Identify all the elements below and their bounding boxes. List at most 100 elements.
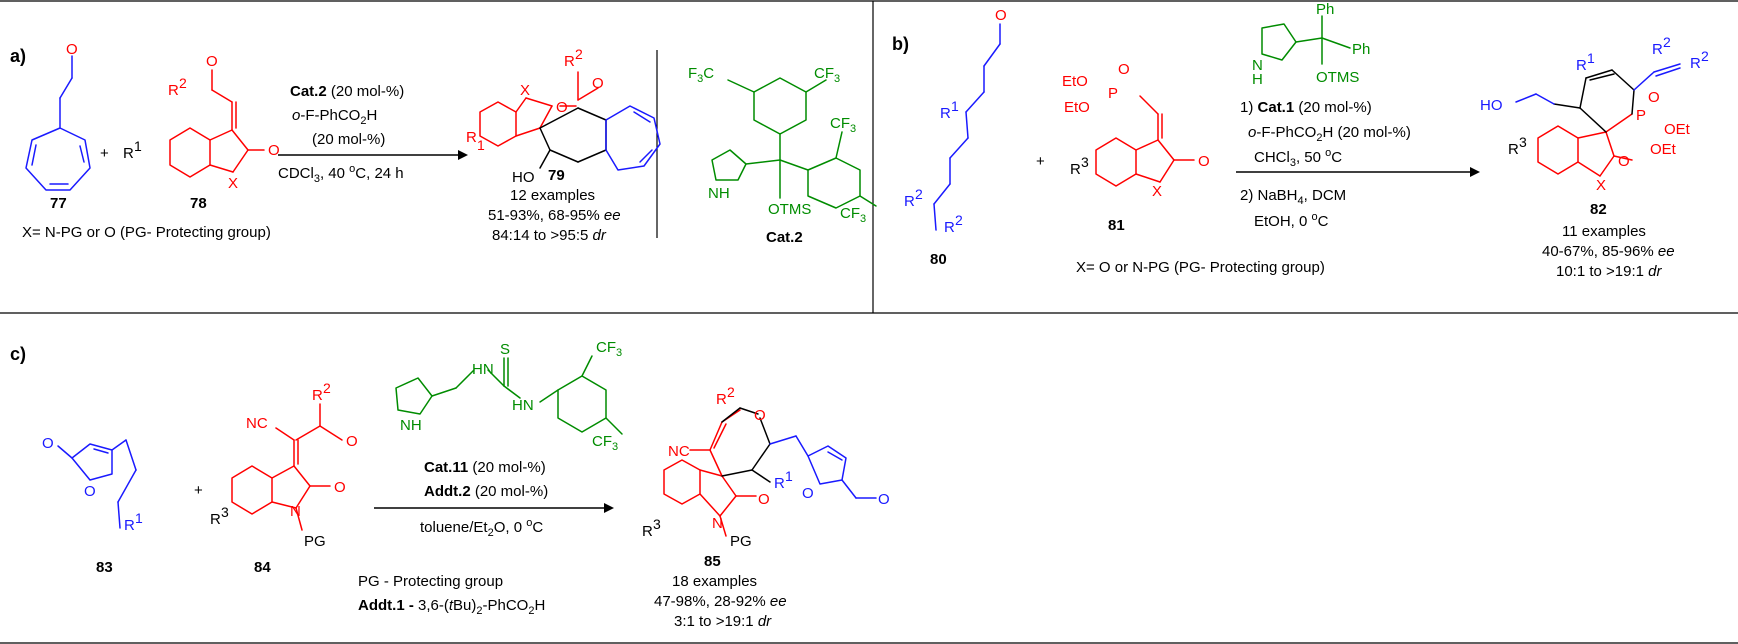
svg-text:R: R (774, 475, 785, 492)
examples-c: 18 examples (672, 573, 757, 590)
svg-text:EtO: EtO (1064, 99, 1090, 116)
svg-text:O: O (334, 479, 346, 496)
svg-text:R: R (168, 82, 179, 99)
label-83: 83 (96, 559, 113, 576)
label-84: 84 (254, 559, 271, 576)
x-def-b: X= O or N-PG (PG- Protecting group) (1076, 259, 1325, 276)
svg-text:OEt: OEt (1650, 141, 1677, 158)
svg-text:O: O (758, 491, 770, 508)
svg-text:3: 3 (221, 504, 229, 520)
label-79: 79 (548, 167, 565, 184)
svg-text:3: 3 (1519, 134, 1527, 150)
plus-b: + (1036, 153, 1045, 170)
svg-text:O: O (1198, 153, 1210, 170)
pg-def-c: PG - Protecting group (358, 573, 503, 590)
plus-a: + (100, 145, 109, 162)
catalyst-2: F3C CF3 CF3 CF3 NH OTMS (688, 65, 877, 225)
svg-text:R: R (1070, 161, 1081, 178)
label-82: 82 (1590, 201, 1607, 218)
svg-text:R: R (940, 105, 951, 122)
plus-c: + (194, 482, 203, 499)
svg-text:O: O (84, 483, 96, 500)
svg-text:R: R (1652, 41, 1663, 58)
svg-text:NH: NH (400, 417, 422, 434)
svg-text:PG: PG (304, 533, 326, 550)
svg-text:NH: NH (708, 185, 730, 202)
label-78: 78 (190, 195, 207, 212)
catalyst-2-name: Cat.2 (766, 229, 803, 246)
svg-text:EtO: EtO (1062, 73, 1088, 90)
svg-text:R: R (642, 523, 653, 540)
svg-text:3: 3 (653, 516, 661, 532)
svg-text:R: R (904, 193, 915, 210)
svg-text:CF3: CF3 (592, 433, 618, 453)
conditions-c: toluene/Et2O, 0 oC (420, 517, 543, 539)
reagent-c-1: Cat.11 (20 mol-%) (424, 459, 546, 476)
svg-text:1: 1 (951, 98, 959, 114)
catalyst-1: Ph Ph N H OTMS (1252, 1, 1370, 88)
svg-text:CF3: CF3 (830, 115, 856, 135)
svg-text:O: O (802, 485, 814, 502)
yield-c: 47-98%, 28-92% ee (654, 593, 787, 610)
catalyst-11: HN S HN NH CF3 CF3 (395, 339, 623, 453)
svg-text:R: R (210, 511, 221, 528)
compound-77 (25, 55, 91, 191)
examples-b: 11 examples (1562, 223, 1646, 240)
svg-text:R: R (312, 387, 323, 404)
svg-text:P: P (1108, 85, 1118, 102)
yield-b: 40-67%, 85-96% ee (1542, 243, 1675, 260)
svg-text:O: O (592, 75, 604, 92)
svg-text:1: 1 (785, 468, 793, 484)
svg-text:O: O (346, 433, 358, 450)
svg-text:R: R (1576, 57, 1587, 74)
reagent-b-4: 2) NaBH4, DCM (1240, 187, 1346, 207)
svg-text:2: 2 (1663, 34, 1671, 50)
svg-text:O: O (995, 7, 1007, 24)
reagent-b-5: EtOH, 0 oC (1254, 211, 1329, 230)
svg-text:R: R (123, 145, 134, 162)
svg-text:S: S (500, 341, 510, 358)
svg-text:2: 2 (179, 75, 187, 91)
examples-a: 12 examples (510, 187, 595, 204)
reagent-b-1: 1) Cat.1 (20 mol-%) (1240, 99, 1372, 116)
label-80: 80 (930, 251, 947, 268)
svg-text:O: O (1118, 61, 1130, 78)
reagent-a-3: (20 mol-%) (312, 131, 385, 148)
svg-text:R: R (466, 129, 477, 146)
svg-text:O: O (42, 435, 54, 452)
label-85: 85 (704, 553, 721, 570)
label-77: 77 (50, 195, 67, 212)
svg-text:CF3: CF3 (840, 205, 866, 225)
svg-text:X: X (1596, 177, 1606, 194)
svg-text:O: O (878, 491, 890, 508)
svg-text:P: P (1636, 107, 1646, 124)
svg-text:O: O (206, 53, 218, 70)
svg-text:R: R (564, 53, 575, 70)
svg-text:R: R (124, 517, 135, 534)
svg-text:1: 1 (477, 137, 485, 153)
svg-text:N: N (1252, 57, 1263, 74)
dr-a: 84:14 to >95:5 dr (492, 227, 607, 244)
svg-text:CF3: CF3 (814, 65, 840, 85)
svg-text:O: O (556, 99, 568, 116)
svg-text:O: O (1648, 89, 1660, 106)
addt1-c: Addt.1 - 3,6-(tBu)2-PhCO2H (358, 597, 545, 617)
dr-c: 3:1 to >19:1 dr (674, 613, 772, 630)
dr-b: 10:1 to >19:1 dr (1556, 263, 1663, 280)
panel-c-label: c) (10, 344, 26, 364)
svg-text:O: O (754, 407, 766, 424)
svg-text:OTMS: OTMS (768, 201, 811, 218)
svg-text:N: N (290, 503, 301, 520)
svg-text:R: R (1508, 141, 1519, 158)
reagent-b-3: CHCl3, 50 oC (1254, 147, 1342, 169)
reagent-a-2: o-F-PhCO2H (292, 107, 377, 127)
